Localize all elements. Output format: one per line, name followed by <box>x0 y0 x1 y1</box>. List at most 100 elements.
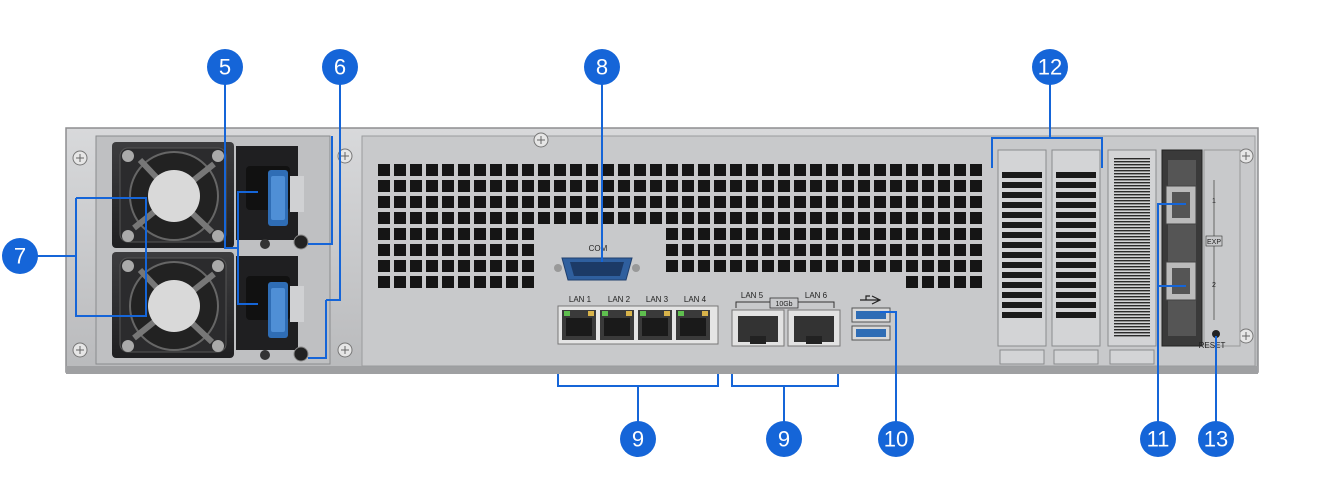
usb-port-upper[interactable] <box>851 307 891 323</box>
vent-hole <box>650 196 662 208</box>
vent-hole <box>410 244 422 256</box>
vent-hole <box>634 180 646 192</box>
vent-hole <box>954 180 966 192</box>
com-label: COM <box>589 244 608 253</box>
vent-hole <box>666 244 678 256</box>
vent-hole <box>730 228 742 240</box>
vent-hole <box>458 180 470 192</box>
lan5-label: LAN 5 <box>741 291 764 300</box>
callout-11: 11 <box>1140 421 1176 457</box>
vent-hole <box>554 164 566 176</box>
vent-hole <box>410 228 422 240</box>
reset-label: RESET <box>1199 341 1226 350</box>
callout-7-number: 7 <box>14 244 26 269</box>
vent-hole <box>842 244 854 256</box>
vent-hole <box>970 260 982 272</box>
vent-hole <box>826 212 838 224</box>
lan2-port[interactable] <box>600 310 634 340</box>
vent-hole <box>938 164 950 176</box>
vent-hole <box>762 260 774 272</box>
vent-hole <box>458 228 470 240</box>
usb-icon <box>860 295 882 305</box>
vent-hole <box>490 276 502 288</box>
vent-hole <box>618 180 630 192</box>
pcie-slot-1[interactable] <box>997 149 1047 365</box>
vent-hole <box>970 228 982 240</box>
vent-hole <box>810 180 822 192</box>
vent-hole <box>410 260 422 272</box>
vent-hole <box>826 228 838 240</box>
lan1-port[interactable] <box>562 310 596 340</box>
vent-hole <box>954 196 966 208</box>
vent-hole <box>890 244 902 256</box>
vent-hole <box>554 196 566 208</box>
vent-hole <box>874 244 886 256</box>
vent-hole <box>442 196 454 208</box>
lan2-label: LAN 2 <box>608 295 631 304</box>
lan5-port[interactable] <box>731 309 785 347</box>
lan3-port[interactable] <box>638 310 672 340</box>
vent-hole <box>938 228 950 240</box>
reset-button[interactable] <box>1212 330 1220 338</box>
vent-hole <box>474 244 486 256</box>
vent-hole <box>458 244 470 256</box>
callout-9b: 9 <box>766 421 802 457</box>
vent-hole <box>522 244 534 256</box>
power-supply-upper <box>112 142 304 248</box>
vent-hole <box>954 244 966 256</box>
vent-hole <box>698 228 710 240</box>
vent-hole <box>458 164 470 176</box>
callout-12-number: 12 <box>1038 55 1062 80</box>
vent-hole <box>970 180 982 192</box>
vent-hole <box>474 164 486 176</box>
expansion-module <box>1161 149 1241 347</box>
vent-hole <box>538 164 550 176</box>
lan4-port[interactable] <box>676 310 710 340</box>
pcie-slot-3[interactable] <box>1107 149 1157 365</box>
vent-hole <box>602 164 614 176</box>
vent-hole <box>650 212 662 224</box>
vent-hole <box>682 164 694 176</box>
vent-hole <box>938 212 950 224</box>
vent-hole <box>858 244 870 256</box>
vent-hole <box>858 164 870 176</box>
vent-hole <box>426 260 438 272</box>
vent-hole <box>410 180 422 192</box>
vent-hole <box>474 196 486 208</box>
vent-hole <box>858 196 870 208</box>
pcie-slot-2[interactable] <box>1051 149 1101 365</box>
vent-hole <box>490 196 502 208</box>
vent-hole <box>906 244 918 256</box>
vent-hole <box>826 260 838 272</box>
vent-hole <box>586 164 598 176</box>
psu-button-lower[interactable] <box>293 346 309 362</box>
callout-11-number: 11 <box>1147 427 1170 452</box>
vent-hole <box>810 164 822 176</box>
power-inlet-upper[interactable] <box>236 146 304 240</box>
vent-hole <box>490 164 502 176</box>
vent-hole <box>954 164 966 176</box>
vent-hole <box>538 180 550 192</box>
com-port[interactable] <box>554 257 640 281</box>
usb-port-lower[interactable] <box>851 325 891 341</box>
exp-port-1-label: 1 <box>1212 198 1216 205</box>
vent-hole <box>810 212 822 224</box>
vent-hole <box>426 196 438 208</box>
vent-hole <box>522 196 534 208</box>
callout-9a: 9 <box>620 421 656 457</box>
vent-hole <box>778 260 790 272</box>
vent-hole <box>602 180 614 192</box>
callout-13-number: 13 <box>1204 427 1228 452</box>
vent-hole <box>522 260 534 272</box>
vent-hole <box>762 164 774 176</box>
vent-hole <box>666 180 678 192</box>
vent-hole <box>858 212 870 224</box>
vent-hole <box>842 164 854 176</box>
callout-9a-number: 9 <box>632 427 644 452</box>
callout-6-number: 6 <box>334 55 346 80</box>
expansion-port-2[interactable] <box>1165 261 1197 301</box>
vent-hole <box>714 228 726 240</box>
callout-8: 8 <box>584 49 620 85</box>
psu-button-upper[interactable] <box>293 234 309 250</box>
lan6-port[interactable] <box>787 309 841 347</box>
